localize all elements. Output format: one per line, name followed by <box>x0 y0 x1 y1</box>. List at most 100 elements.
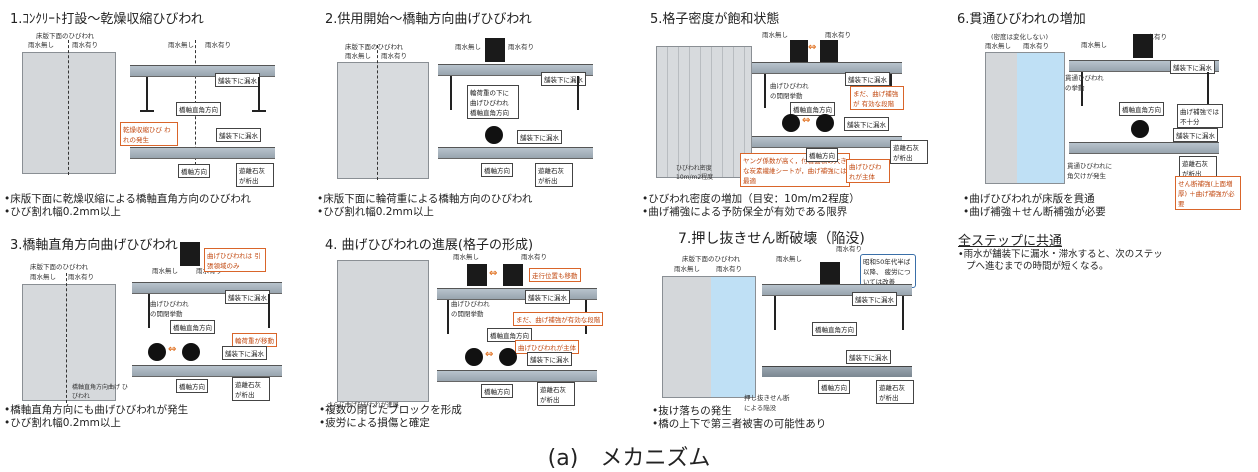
center-divider <box>66 273 67 403</box>
panel-title: 1.ｺﾝｸﾘｰﾄ打設～乾燥収縮ひびわれ <box>10 12 204 27</box>
callout-free-lime: 遊離石灰 が析出 <box>890 140 928 164</box>
slab-longitudinal <box>752 136 902 148</box>
panel-title: 4. 曲げひびわれの進展(格子の形成) <box>325 238 534 253</box>
label-crack-under-slab: 床版下面のひびわれ <box>30 263 89 271</box>
callout-axis-longitudinal: 橋軸方向 <box>481 163 513 177</box>
slab-photo <box>337 260 429 402</box>
callout-leak: 舗装下に漏水 <box>1170 60 1215 74</box>
girder-flange <box>252 110 266 112</box>
label-no-rain: 雨水無し <box>453 253 479 261</box>
girder <box>450 76 452 110</box>
girder-flange <box>140 110 154 112</box>
bullet-text: •床版下面に乾燥収縮による橋軸直角方向のひびわれ <box>4 193 251 205</box>
callout-through-crack: 貫通ひびわれ の挙動 <box>1065 74 1104 92</box>
photo-note: 橋軸直角方向曲げ ひびわれ <box>72 384 128 400</box>
bullet-text: •曲げひびわれが床版を貫通 <box>963 193 1095 205</box>
girder <box>577 76 579 110</box>
callout-load-moves: 輪荷重が移動 <box>232 333 277 347</box>
girder <box>1207 72 1209 106</box>
wheel-icon <box>1131 120 1149 138</box>
panel-step-7: 7.押し抜きせん断破壊（陥没) 床版下面のひびわれ 雨水無し 雨水有り 雨水無し… <box>640 222 940 437</box>
panel-step-1: 1.ｺﾝｸﾘｰﾄ打設～乾燥収縮ひびわれ 床版下面のひびわれ 雨水無し 雨水有り … <box>0 0 310 225</box>
truck-icon <box>485 38 505 62</box>
callout-free-lime: 遊離石灰 が析出 <box>535 163 573 187</box>
bullet-text: •ひび割れ幅0.2mm以上 <box>4 417 121 429</box>
panel-title: 6.貫通ひびわれの増加 <box>957 12 1086 27</box>
callout-opening-behavior: 曲げひびわれ の開閉挙動 <box>451 300 490 318</box>
callout-leak: 舗装下に漏水 <box>225 290 270 304</box>
callout-leak: 舗装下に漏水 <box>1173 128 1218 142</box>
label-rain: 雨水有り <box>825 31 851 39</box>
panel-step-6: 6.貫通ひびわれの増加 (密度は変化しない) 雨水無し 雨水有り 雨水無し 雨水… <box>945 0 1258 225</box>
callout-drying-crack: 乾燥収縮ひび われの発生 <box>120 122 178 146</box>
slab-photo <box>656 46 752 178</box>
photo-note: さらに曲げひびわれが進展 <box>327 402 399 409</box>
bullet-text: •ひび割れ幅0.2mm以上 <box>4 206 121 218</box>
panel-step-2: 2.供用開始～橋軸方向曲げひびわれ 床版下面のひびわれ 雨水無し 雨水有り 雨水… <box>315 0 635 225</box>
label-no-rain: 雨水無し <box>776 255 802 263</box>
callout-improved-era: 昭和50年代半ば以降、 疲労については改善 <box>860 254 916 288</box>
callout-axis-perpendicular: 橋軸直角方向 <box>1119 102 1164 116</box>
figure-caption: (a) メカニズム <box>547 446 711 471</box>
callout-axis-perpendicular: 橋軸直角方向 <box>170 320 215 334</box>
girder <box>447 300 449 334</box>
label-no-rain: 雨水無し <box>28 41 54 49</box>
label-no-rain: 雨水無し <box>30 273 56 281</box>
bullet-text: •曲げ補強による予防保全が有効である限界 <box>642 206 848 218</box>
bullet-text: •曲げ補強＋せん断補強が必要 <box>963 206 1106 218</box>
callout-leak: 舗装下に漏水 <box>844 117 889 131</box>
arrow-icon: ⇔ <box>489 268 498 279</box>
label-rain: 雨水有り <box>72 41 98 49</box>
girder <box>774 296 776 330</box>
label-rain: 雨水有り <box>1141 33 1167 41</box>
bullet-text: •橋の上下で第三者被害の可能性あり <box>652 418 827 430</box>
callout-opening-behavior: 曲げひびわれ の開閉挙動 <box>150 300 189 318</box>
girder <box>268 294 270 328</box>
truck-icon <box>180 242 200 266</box>
label-no-rain: 雨水無し <box>985 42 1011 50</box>
panel-title: 7.押し抜きせん断破壊（陥没) <box>678 231 865 247</box>
panel-title: 3.橋軸直角方向曲げひびわれ <box>10 238 178 253</box>
panel-step-5: 5.格子密度が飽和状態 雨水無し 雨水有り ⇔ 舗装下に漏水 曲げひびわれ の開… <box>640 0 940 225</box>
callout-axis-perpendicular: 橋軸直角方向 <box>812 322 857 336</box>
wheel-icon <box>816 114 834 132</box>
callout-leak: 舗装下に漏水 <box>525 290 570 304</box>
callout-axis-perpendicular: 橋軸直角方向 <box>176 102 221 116</box>
callout-free-lime: 遊離石灰 が析出 <box>537 382 575 406</box>
slab-longitudinal <box>132 365 282 377</box>
callout-wheel-load: 輪荷重の下に 曲げひびわれ 橋軸直角方向 <box>467 85 519 119</box>
bullet-text: •ひびわれ密度の増加（目安：10m/m2程度） <box>642 193 860 205</box>
callout-corner-chipping: 貫通ひびわれに 角欠けが発生 <box>1067 162 1113 180</box>
panel-title: 2.供用開始～橋軸方向曲げひびわれ <box>325 12 532 27</box>
wheel-icon <box>485 126 503 144</box>
label-density-unchanged: (密度は変化しない) <box>991 33 1049 41</box>
slab-longitudinal <box>762 366 912 377</box>
callout-leak: 舗装下に漏水 <box>527 352 572 366</box>
slab-longitudinal <box>438 147 593 159</box>
bullet-text: •橋軸直角方向にも曲げひびわれが発生 <box>4 404 189 416</box>
callout-reinforce-effective: まだ、曲げ補強が有効な段階 <box>513 312 604 326</box>
center-divider <box>377 45 378 180</box>
label-rain: 雨水有り <box>68 273 94 281</box>
callout-opening-behavior: 曲げひびわれ の開閉挙動 <box>770 82 809 100</box>
slab-photo <box>22 284 116 401</box>
label-no-rain: 雨水無し <box>152 267 178 275</box>
girder <box>148 294 150 328</box>
common-title: 全ステップに共通 <box>958 234 1063 249</box>
callout-leak: 舗装下に漏水 <box>845 72 890 86</box>
slab-photo <box>985 52 1065 184</box>
panel-step-3: 3.橋軸直角方向曲げひびわれ 床版下面のひびわれ 雨水無し 雨水有り 雨水無し … <box>0 228 310 438</box>
callout-axis-longitudinal: 橋軸方向 <box>818 380 850 394</box>
label-rain: 雨水有り <box>716 265 742 273</box>
callout-position-moves: 走行位置も移動 <box>529 268 581 282</box>
callout-leak: 舗装下に漏水 <box>222 346 267 360</box>
bullet-text: •抜け落ちの発生 <box>652 405 732 417</box>
callout-axis-longitudinal: 橋軸方向 <box>806 148 838 162</box>
callout-leak: 舗装下に漏水 <box>852 292 897 306</box>
bullet-text: •疲労による損傷と確定 <box>319 417 430 429</box>
slab-longitudinal <box>130 147 275 159</box>
label-rain: 雨水有り <box>205 41 231 49</box>
wheel-icon <box>782 114 800 132</box>
label-crack-under-slab: 床版下面のひびわれ <box>36 32 95 40</box>
slab-photo <box>337 62 429 179</box>
